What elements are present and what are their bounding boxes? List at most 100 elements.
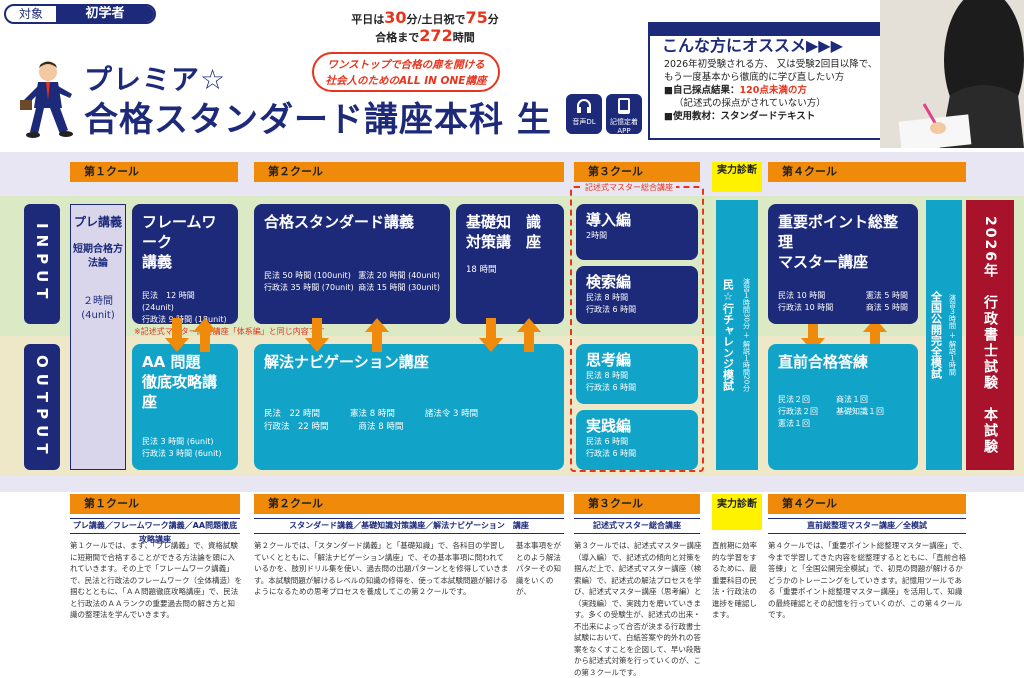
hours-weekday-num: 30 [384, 8, 407, 27]
navi-hours: 商法 8 時間 [358, 422, 404, 432]
target-label: 対象 [18, 7, 43, 21]
navi-hours: 行政法 22 時間 [264, 422, 329, 432]
hours-text: 合格まで [375, 31, 420, 44]
exam-box: 2026年 行政書士試験 本試験 [966, 200, 1014, 470]
cour1-header: 第１クール [70, 162, 238, 182]
min-mock-title: 民☆行チャレンジ模試 [721, 279, 735, 391]
main-title: 合格スタンダード講座本科 生 [84, 100, 552, 140]
kijutsu-course-label: 記述式マスター総合講座 [582, 182, 676, 193]
framework-box: フレームワーク 講義 民法 12 時間 (24unit) 行政法 9 時間 (1… [132, 204, 238, 324]
min-mock-hours: 演習１時間30分 ＋ 解説１時間20分 [742, 278, 751, 392]
pre-title: プレ講義 [73, 215, 122, 229]
aa-hours: 民法 3 時間 (6unit) [142, 437, 214, 446]
desc-cour1-text: 第１クールでは、まず、「プレ講義」で、資格試験に短期間で合格することができる方法… [70, 541, 242, 619]
desc-cour3-header: 第３クール [574, 494, 700, 514]
jitsu-header: 実力診断 [712, 162, 762, 192]
desc-cour3-text: 第３クールでは、記述式マスター講座（導入編）で、記述式の傾向と対策を掴んだ上で、… [574, 541, 702, 677]
recommend-line: ■自己採点結果： [664, 85, 740, 96]
recommend-line: もう一度基本から徹底的に学び直したい方 [664, 72, 845, 83]
standard-hours: 憲法 20 時間 (40unit) [358, 271, 440, 280]
hours-total-num: 272 [419, 26, 453, 45]
jissen-title: 実践編 [586, 417, 632, 435]
navi-hours: 諸法令 3 時間 [424, 409, 479, 419]
cour2-header: 第２クール [254, 162, 564, 182]
hours-text: 平日は [351, 13, 385, 26]
note-red: ※記述式マスター総合講座「体系編」と同じ内容です [134, 327, 325, 336]
desc-cour2-text2: 基本事項をがとのよう解法パターその知識をいくのが、 [516, 541, 561, 596]
desc-cour3-sub: 記述式マスター総合講座 [574, 518, 700, 534]
student-photo [880, 0, 1024, 148]
hours-info: 平日は30分/土日祝で75分 合格まで272時間 [330, 10, 520, 46]
kensaku-hours: 行政法 6 時間 [586, 305, 637, 314]
chokuzen-title: 直前合格答練 [778, 353, 869, 371]
navi-title: 解法ナビゲーション講座 [264, 353, 429, 371]
businessman-illustration [20, 61, 73, 138]
juyo-hours: 商法 5 時間 [865, 303, 908, 312]
navi-box: 解法ナビゲーション講座 民法 22 時間 憲法 8 時間 諸法令 3 時間 行政法 … [254, 344, 564, 470]
cour4-header: 第４クール [768, 162, 966, 182]
catch-line1: ワンストップで合格の扉を開ける [327, 59, 485, 71]
catch-line2: 社会人のためのALL IN ONE講座 [325, 75, 487, 87]
memory-app-badge: 記憶定着APP [606, 94, 642, 135]
chokuzen-count: 商法１回 [836, 395, 868, 404]
kensaku-title: 検索編 [586, 273, 632, 291]
hours-weekend-num: 75 [465, 8, 488, 27]
kensaku-box: 検索編 民法 8 時間 行政法 6 時間 [576, 266, 698, 324]
standard-box: 合格スタンダード講義 民法 50 時間 (100unit)憲法 20 時間 (4… [254, 204, 450, 324]
juyo-title: マスター講座 [778, 253, 869, 271]
kiso-hours: 18 時間 [466, 265, 497, 275]
chokuzen-box: 直前合格答練 民法２回商法１回 行政法２回基礎知識１回 憲法１回 [768, 344, 918, 470]
output-label: OUTPUT [24, 344, 60, 470]
min-mock-box: 民☆行チャレンジ模試 演習１時間30分 ＋ 解説１時間20分 [716, 200, 758, 470]
desc-cour1-header: 第１クール [70, 494, 240, 514]
desc-jitsu-text: 直前期に効率的な学習をするために、最重要科目の民法・行政法の進捗を確認します。 [712, 541, 757, 619]
shiko-box: 思考編 民法 8 時間 行政法 6 時間 [576, 344, 698, 404]
target-tag: 対象 初学者 [4, 4, 156, 24]
recommend-body: 2026年初受験される方、 又は受験2回目以降で、 もう一度基本から徹底的に学び… [664, 58, 920, 123]
jissen-hours: 行政法 6 時間 [586, 449, 637, 458]
desc-cour2-header: 第２クール [254, 494, 564, 514]
standard-title: 合格スタンダード講義 [264, 213, 415, 231]
shiko-hours: 行政法 6 時間 [586, 383, 637, 392]
desc-cour2-sub: スタンダード講義／基礎知識対策講座／解法ナビゲーション 講座 [254, 518, 564, 534]
aa-title: 徹底攻略講座 [142, 373, 218, 411]
aa-box: AA 問題 徹底攻略講座 民法 3 時間 (6unit) 行政法 3 時間 (6… [132, 344, 238, 470]
chokuzen-count: 基礎知識１回 [836, 407, 884, 416]
pre-hours: ２時間 [83, 296, 113, 307]
framework-title: フレームワーク [142, 213, 217, 251]
intro-title: 導入編 [586, 211, 632, 229]
intro-box: 導入編 2時間 [576, 204, 698, 260]
zenkoku-hours: 演習３時間 ＋ 解説１時間 [948, 294, 957, 376]
standard-hours: 商法 15 時間 (30unit) [358, 283, 440, 292]
juyo-hours: 行政法 10 時間 [778, 303, 834, 312]
jissen-hours: 民法 6 時間 [586, 437, 629, 446]
kiso-box: 基礎知 識 対策講 座 18 時間 [456, 204, 564, 324]
recommend-score: 120点未満の方 [739, 85, 807, 96]
desc-cour1-sub: プレ講義／フレームワーク講義／AA問題徹底攻略講座 [70, 518, 240, 544]
target-value: 初学者 [56, 6, 154, 22]
desc-jitsu-header: 実力診断 [712, 494, 762, 530]
navi-hours: 民法 22 時間 [264, 409, 321, 419]
recommend-title: こんな方にオススメ▶▶▶ [662, 36, 843, 55]
shiko-hours: 民法 8 時間 [586, 371, 629, 380]
pre-lecture-box: プレ講義 短期合格方法論 ２時間 (4unit) [70, 204, 126, 470]
kiso-title: 対策講 座 [466, 233, 542, 251]
juyo-title: 重要ポイント総整理 [778, 213, 899, 251]
headphones-icon [577, 99, 591, 113]
navi-hours: 憲法 8 時間 [350, 409, 395, 419]
recommend-line: 2026年初受験される方、 又は受験2回目以降で、 [664, 59, 878, 70]
chokuzen-count: 行政法２回 [778, 407, 818, 416]
recommend-line: ■使用教材：スタンダードテキスト [664, 111, 816, 122]
chokuzen-count: 憲法１回 [778, 419, 810, 428]
aa-title: AA 問題 [142, 353, 201, 371]
hours-text: 分/土日祝で [406, 13, 466, 26]
recommend-line: （記述式の採点がされていない方） [674, 98, 826, 109]
desc-cour2-text: 第２クールでは、「スタンダード講義」と「基礎知識」で、各科目の学習していくととも… [254, 541, 509, 596]
hours-text: 分 [487, 13, 499, 26]
framework-hours: 民法 12 時間 (24unit) [142, 291, 195, 312]
app-icon [618, 98, 630, 114]
audio-dl-badge: 音声DL [566, 94, 602, 134]
desc-cour4-sub: 直前総整理マスター講座／全模試 [768, 518, 966, 534]
framework-title: 講義 [142, 253, 173, 271]
zenkoku-title: 全国公開完全模試 [929, 291, 943, 379]
